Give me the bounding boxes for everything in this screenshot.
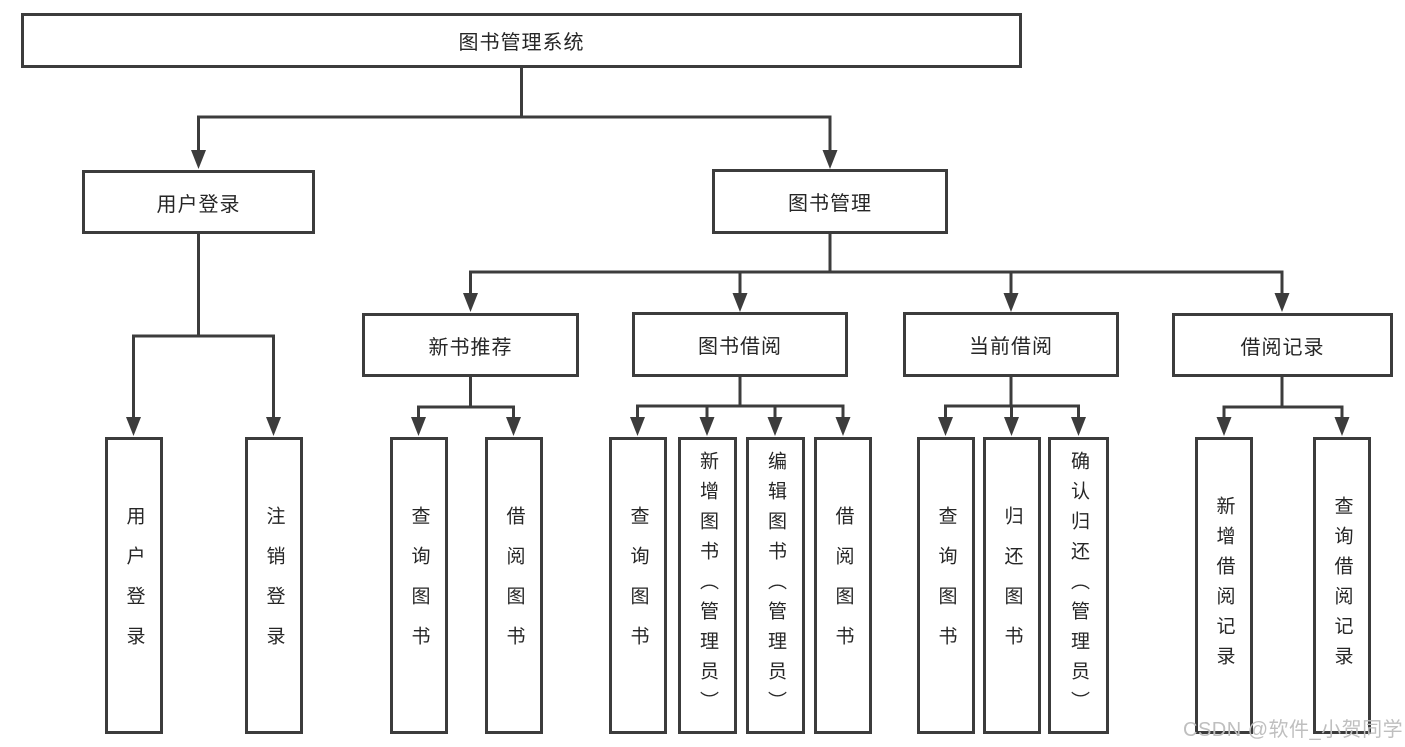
leaf-add-books-admin: 新增图书（管理员） xyxy=(678,437,737,734)
leaf-recommend-query-books: 查询图书 xyxy=(390,437,448,734)
node-label: 归还图书 xyxy=(1001,505,1023,666)
node-book-borrowing: 图书借阅 xyxy=(632,312,848,377)
node-label: 查询图书 xyxy=(935,505,957,666)
node-current-borrowing: 当前借阅 xyxy=(903,312,1119,377)
node-borrow-records: 借阅记录 xyxy=(1172,313,1393,377)
node-label: 新书推荐 xyxy=(428,336,513,359)
node-label: 查询图书 xyxy=(627,505,649,666)
node-label: 查询借阅记录 xyxy=(1331,495,1353,676)
leaf-confirm-return-admin: 确认归还（管理员） xyxy=(1048,437,1109,734)
node-label: 图书管理系统 xyxy=(458,32,585,54)
node-library-system: 图书管理系统 xyxy=(21,13,1022,68)
leaf-user-login: 用户登录 xyxy=(105,437,163,734)
node-label: 新增图书（管理员） xyxy=(697,450,718,721)
leaf-current-query-books: 查询图书 xyxy=(917,437,975,734)
node-label: 图书管理 xyxy=(788,193,872,215)
node-label: 用户登录 xyxy=(123,505,145,666)
node-label: 新增借阅记录 xyxy=(1213,495,1235,676)
leaf-add-borrow-record: 新增借阅记录 xyxy=(1195,437,1253,734)
csdn-watermark: CSDN @软件_小贺同学 xyxy=(1183,719,1404,741)
node-label: 查询图书 xyxy=(408,505,430,666)
node-user-login: 用户登录 xyxy=(82,170,315,234)
arrowheads xyxy=(126,150,1350,436)
node-label: 借阅图书 xyxy=(832,505,854,666)
leaf-borrowing-borrow-books: 借阅图书 xyxy=(814,437,872,734)
leaf-return-books: 归还图书 xyxy=(983,437,1041,734)
leaf-logout: 注销登录 xyxy=(245,437,303,734)
leaf-edit-books-admin: 编辑图书（管理员） xyxy=(746,437,805,734)
leaf-borrowing-query-books: 查询图书 xyxy=(609,437,667,734)
node-book-management: 图书管理 xyxy=(712,169,948,234)
node-label: 用户登录 xyxy=(156,193,241,216)
node-label: 当前借阅 xyxy=(969,336,1053,358)
node-label: 借阅图书 xyxy=(503,505,525,666)
node-label: 确认归还（管理员） xyxy=(1068,450,1089,721)
node-new-book-recommend: 新书推荐 xyxy=(362,313,579,377)
leaf-recommend-borrow-books: 借阅图书 xyxy=(485,437,543,734)
node-label: 注销登录 xyxy=(263,505,285,666)
node-label: 编辑图书（管理员） xyxy=(765,450,786,721)
leaf-query-borrow-record: 查询借阅记录 xyxy=(1313,437,1371,734)
node-label: 借阅记录 xyxy=(1240,336,1325,359)
node-label: 图书借阅 xyxy=(698,336,782,358)
